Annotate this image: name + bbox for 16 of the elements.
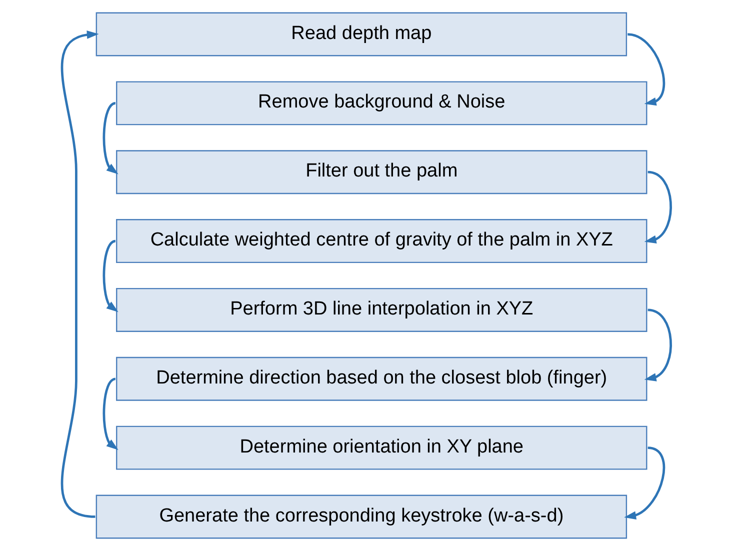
arrow bbox=[102, 102, 118, 174]
arrow bbox=[60, 30, 99, 518]
arrow bbox=[644, 308, 672, 382]
node-box: Calculate weighted centre of gravity of the palm in XYZ bbox=[116, 219, 648, 264]
node-box: Generate the corresponding keystroke (w-a-s-d) bbox=[96, 494, 628, 539]
node-box: Remove background & Noise bbox=[116, 81, 648, 126]
arrow bbox=[624, 446, 666, 520]
arrow bbox=[102, 240, 118, 312]
arrow bbox=[644, 170, 672, 244]
node-box: Determine direction based on the closest blob (finger) bbox=[116, 356, 648, 401]
node-box: Read depth map bbox=[96, 12, 628, 56]
arrow bbox=[627, 33, 665, 106]
arrow bbox=[102, 378, 118, 450]
node-box: Filter out the palm bbox=[116, 150, 648, 194]
node-box: Perform 3D line interpolation in XYZ bbox=[116, 288, 648, 332]
node-box: Determine orientation in XY plane bbox=[116, 426, 648, 470]
